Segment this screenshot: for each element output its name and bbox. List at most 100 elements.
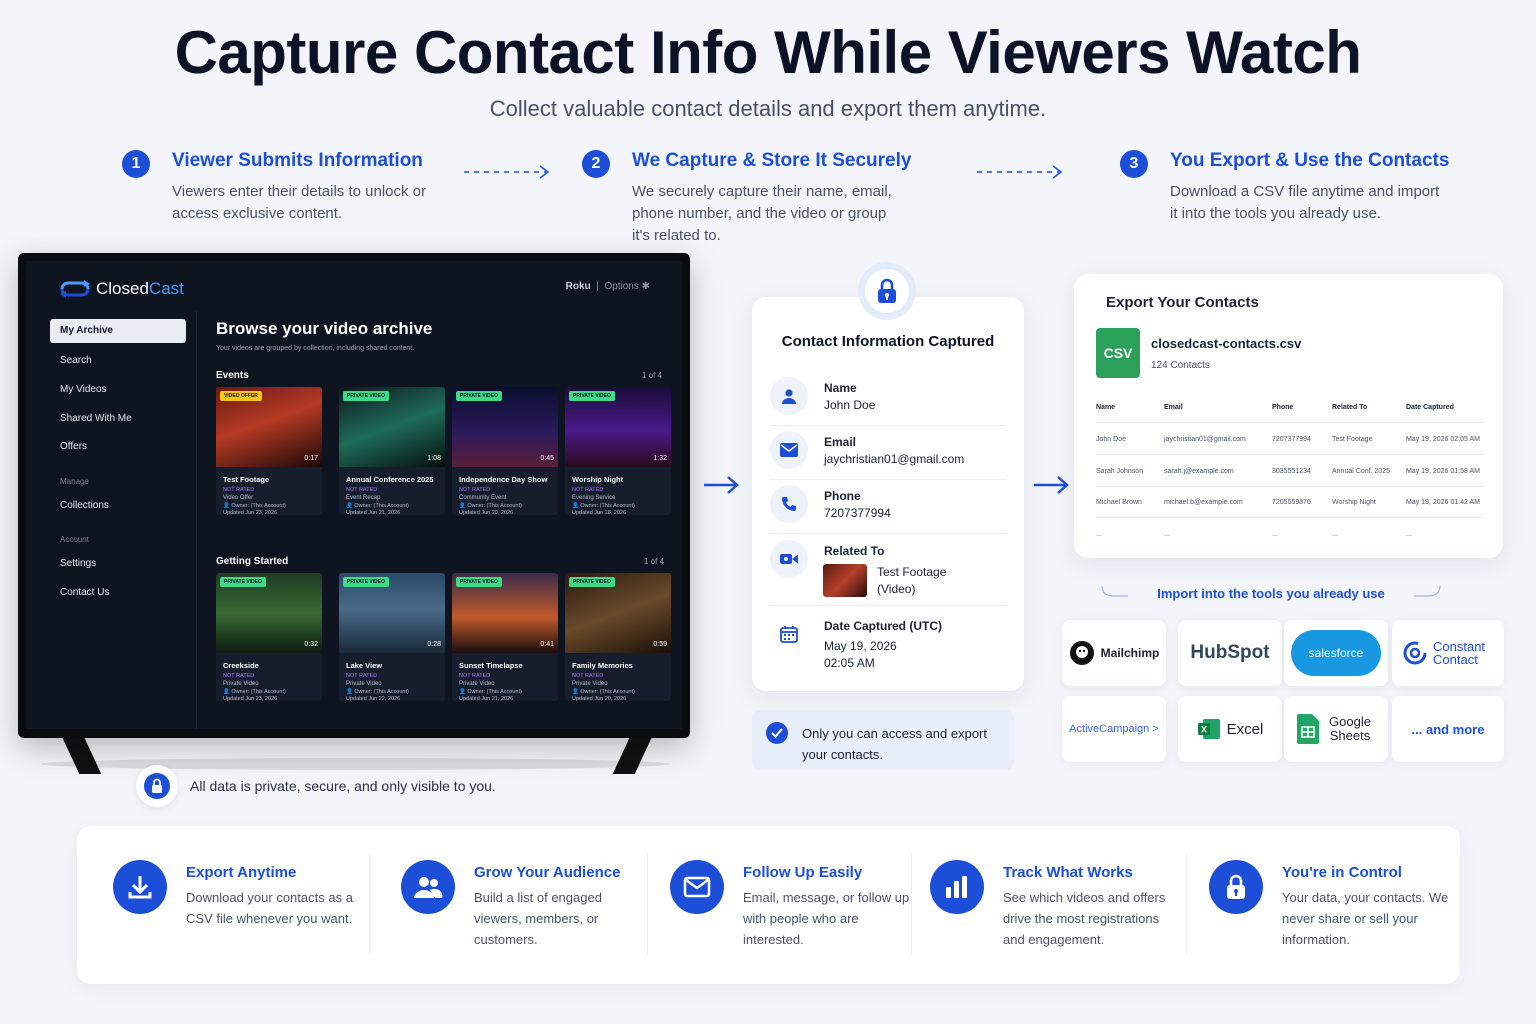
video-owner-text: Owner: (This Account) (231, 503, 286, 509)
tool-excel[interactable]: X Excel (1178, 696, 1282, 762)
envelope-icon (770, 431, 808, 469)
padlock-icon (878, 278, 896, 303)
email-label: Email (824, 435, 857, 449)
video-type: Private Video (223, 681, 259, 687)
video-updated: Updated Jun 23, 2026 (223, 510, 278, 515)
lock-badge (136, 765, 178, 807)
bar-chart-icon (930, 860, 984, 914)
video-type: Private Video (572, 681, 608, 687)
options-menu[interactable]: Options (604, 281, 639, 292)
import-label: Import into the tools you already use (1157, 586, 1385, 601)
constant-contact-icon (1403, 641, 1427, 665)
table-cell: Test Footage (1332, 436, 1373, 443)
section-count: 1 of 4 (642, 371, 663, 380)
logo-text-closed: Closed (96, 279, 149, 298)
access-note-text: Only you can access and export your cont… (802, 726, 987, 762)
contact-card-title: Contact Information Captured (781, 333, 995, 350)
section-label-getting-started: Getting Started (216, 556, 289, 567)
table-header: Name (1096, 404, 1116, 411)
tool-label: Excel (1226, 720, 1264, 738)
video-owner-text: Owner: (This Account) (354, 503, 409, 509)
checkmark-icon (766, 722, 788, 744)
benefit-title: Follow Up Easily (743, 864, 863, 881)
tool-mailchimp[interactable]: Mailchimp (1062, 620, 1166, 686)
video-owner-text: Owner: (This Account) (467, 503, 522, 509)
tool-label: Mailchimp (1100, 646, 1160, 660)
tv-stand-left (60, 734, 102, 774)
arrow-right-icon (704, 476, 739, 494)
benefit-title: You're in Control (1282, 864, 1402, 881)
tool-label: HubSpot (1190, 642, 1270, 663)
tool-constant-contact[interactable]: Constant Contact (1392, 620, 1504, 686)
video-duration: 0:41 (540, 641, 554, 648)
email-value: jaychristian01@gmail.com (824, 452, 965, 466)
divider (770, 479, 1006, 480)
table-cell: michael.b@example.com (1164, 499, 1243, 506)
salesforce-cloud-icon: salesforce (1291, 630, 1381, 676)
sidebar-item-my-videos[interactable]: My Videos (60, 384, 107, 395)
dashed-arrow-icon (977, 165, 1063, 179)
benefits-panel: Export Anytime Download your contacts as… (77, 826, 1460, 984)
video-rating: NOT RATED (459, 487, 491, 493)
step-number: 3 (1120, 150, 1148, 178)
table-cell: May 19, 2026 01:42 AM (1406, 499, 1480, 506)
google-sheets-icon (1297, 714, 1319, 744)
video-badge: PRIVATE VIDEO (343, 577, 389, 587)
table-cell: ... (1272, 530, 1278, 538)
video-owner: 👤 Owner: (This Account) (459, 689, 522, 695)
sidebar-item-shared[interactable]: Shared With Me (60, 413, 132, 424)
video-owner-text: Owner: (This Account) (467, 689, 522, 695)
video-title: Sunset Timelapse (459, 661, 523, 670)
video-type: Video Offer (223, 495, 254, 501)
padlock-icon (1209, 860, 1263, 914)
table-cell: May 19, 2026 02:05 AM (1406, 436, 1480, 443)
step-title: You Export & Use the Contacts (1170, 150, 1450, 171)
table-cell: 7205559876 (1272, 499, 1311, 506)
video-duration: 1:08 (427, 455, 441, 462)
video-title: Independence Day Show (459, 475, 548, 484)
tool-and-more[interactable]: ... and more (1392, 696, 1504, 762)
video-camera-icon (770, 540, 808, 578)
divider (1186, 854, 1187, 954)
sidebar-item-contact-us[interactable]: Contact Us (60, 587, 110, 598)
page-title: Capture Contact Info While Viewers Watch (174, 19, 1362, 86)
date-value: May 19, 2026 (824, 639, 897, 653)
tool-google-sheets[interactable]: Google Sheets (1284, 696, 1388, 762)
tool-activecampaign[interactable]: ActiveCampaign > (1062, 696, 1166, 762)
divider (911, 854, 912, 954)
sidebar-item-settings[interactable]: Settings (60, 558, 97, 569)
divider (770, 533, 1006, 534)
sidebar-item-collections[interactable]: Collections (60, 500, 109, 511)
video-rating: NOT RATED (572, 673, 604, 679)
benefit-desc: Download your contacts as a CSV file whe… (186, 890, 353, 926)
sidebar-item-offers[interactable]: Offers (60, 441, 88, 452)
table-header: Email (1164, 404, 1183, 411)
lock-bubble (858, 262, 916, 320)
video-title: Family Memories (572, 661, 633, 670)
video-owner: 👤 Owner: (This Account) (572, 689, 635, 695)
tool-salesforce[interactable]: salesforce (1284, 620, 1388, 686)
svg-text:X: X (1201, 725, 1207, 735)
name-value: John Doe (824, 398, 876, 412)
video-type: Private Video (346, 681, 382, 687)
video-updated: Updated Jun 22, 2026 (346, 696, 401, 701)
tv-shadow (40, 758, 670, 770)
video-title: Annual Conference 2025 (346, 475, 434, 484)
step-description: Download a CSV file anytime and import i… (1170, 183, 1440, 222)
benefit-title: Grow Your Audience (474, 864, 621, 881)
sidebar-item-my-archive[interactable]: My Archive (50, 319, 186, 343)
tool-hubspot[interactable]: HubSpot (1178, 620, 1282, 686)
dashed-arrow-icon (464, 165, 550, 179)
sidebar-item-search[interactable]: Search (60, 355, 92, 366)
export-filename[interactable]: closedcast-contacts.csv (1151, 336, 1302, 351)
table-row-divider (1096, 517, 1484, 518)
